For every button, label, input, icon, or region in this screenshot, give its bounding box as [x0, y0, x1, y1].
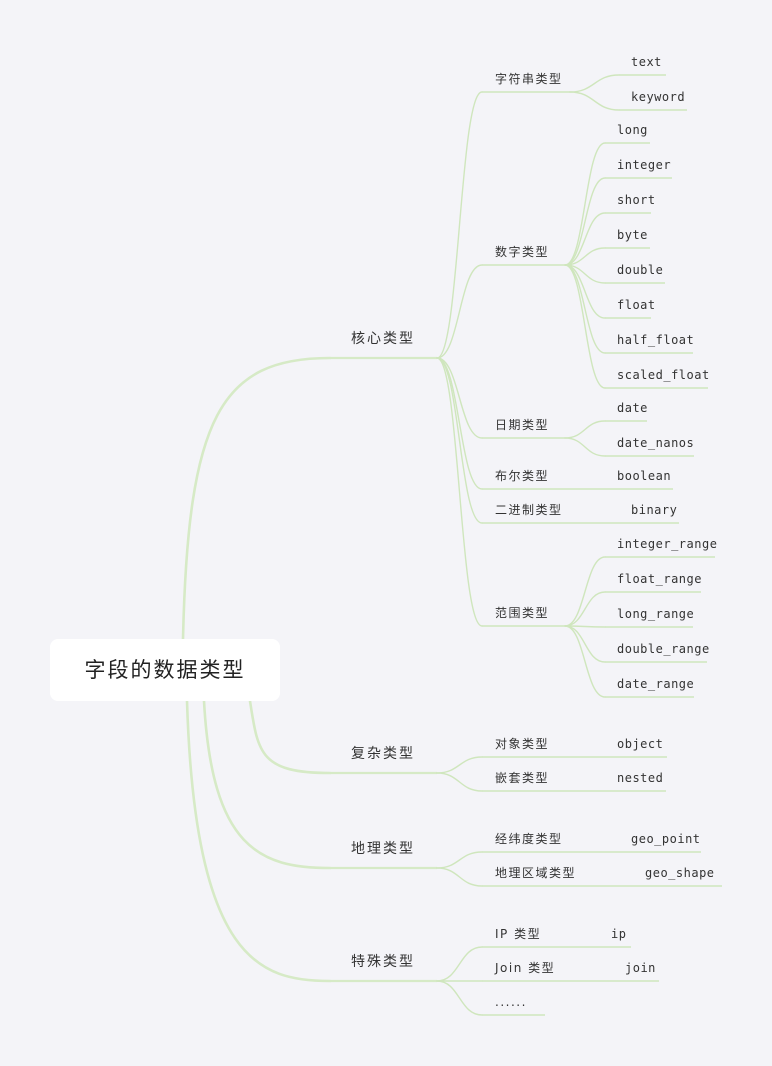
subbranch-connector [436, 946, 483, 982]
leaf-label[interactable]: long_range [617, 607, 694, 621]
leaf-label[interactable]: ip [611, 927, 626, 941]
leaf-label[interactable]: double [617, 263, 663, 277]
root-branch-connector [202, 699, 332, 870]
leaf-label[interactable]: long [617, 123, 648, 137]
leaf-label[interactable]: binary [631, 503, 677, 517]
node-labels: 核心类型 字符串类型 text keyword 数字类型 long integer short… [351, 55, 717, 1009]
subbranch-connector [436, 357, 483, 524]
leaf-label[interactable]: scaled_float [617, 368, 710, 382]
root-node-label: 字段的数据类型 [85, 658, 246, 682]
leaf-connector [564, 420, 606, 439]
leaf-label[interactable]: date_range [617, 677, 694, 691]
leaf-label[interactable]: geo_shape [645, 866, 715, 880]
leaf-label[interactable]: keyword [631, 90, 685, 104]
leaf-connector [564, 212, 606, 266]
root-branch-connector [185, 699, 332, 983]
leaf-label[interactable]: float_range [617, 572, 702, 586]
subbranch-connector [436, 756, 483, 774]
subbranch-label[interactable]: 嵌套类型 [495, 771, 549, 785]
subbranch-connector [436, 772, 483, 792]
branch-label[interactable]: 复杂类型 [351, 745, 415, 762]
leaf-connector [564, 591, 606, 627]
subbranch-label[interactable]: 布尔类型 [495, 468, 549, 483]
leaf-connector [564, 247, 606, 266]
subbranch-connector [436, 867, 483, 887]
leaf-label[interactable]: half_float [617, 333, 694, 347]
root-node-box [50, 639, 280, 701]
leaf-connector [564, 437, 606, 457]
subbranch-connector [436, 851, 483, 869]
leaf-connector [564, 264, 606, 354]
subbranch-label[interactable]: 范围类型 [495, 606, 549, 620]
leaf-label[interactable]: join [625, 961, 656, 975]
leaf-label[interactable]: date [617, 401, 648, 415]
subbranch-label[interactable]: 日期类型 [495, 418, 549, 432]
root-branch-connector [248, 699, 332, 775]
leaf-connector [564, 556, 606, 627]
leaf-label[interactable]: date_nanos [617, 436, 694, 450]
connector-lines [181, 74, 722, 1016]
branch-label[interactable]: 地理类型 [351, 841, 415, 857]
subbranch-connector [436, 357, 483, 627]
leaf-connector [564, 625, 606, 698]
subbranch-connector [436, 91, 483, 359]
subbranch-label[interactable]: 经纬度类型 [495, 831, 563, 846]
subbranch-connector [436, 357, 483, 490]
subbranch-label[interactable]: 数字类型 [495, 244, 549, 259]
branch-label[interactable]: 特殊类型 [351, 954, 415, 970]
root-node[interactable]: 字段的数据类型 [50, 639, 280, 701]
subbranch-label[interactable]: IP 类型 [495, 927, 541, 941]
subbranch-label[interactable]: 字符串类型 [495, 71, 563, 86]
leaf-connector [569, 74, 620, 93]
subbranch-connector [436, 980, 483, 1016]
subbranch-connector [436, 264, 483, 359]
leaf-connector [564, 264, 606, 319]
leaf-label[interactable]: byte [617, 228, 648, 242]
leaf-label[interactable]: integer_range [617, 537, 717, 551]
leaf-connector [564, 177, 606, 266]
subbranch-label[interactable]: 对象类型 [495, 737, 549, 751]
subbranch-label[interactable]: 地理区域类型 [495, 866, 576, 880]
leaf-label[interactable]: float [617, 298, 656, 312]
leaf-connector [564, 142, 606, 266]
leaf-label[interactable]: object [617, 737, 663, 751]
subbranch-label[interactable]: 二进制类型 [495, 503, 563, 517]
subbranch-label[interactable]: Join 类型 [494, 961, 555, 975]
branch-label[interactable]: 核心类型 [351, 331, 415, 347]
root-branch-connector [181, 356, 332, 641]
leaf-label[interactable]: text [631, 55, 662, 69]
leaf-label[interactable]: boolean [617, 469, 671, 483]
subbranch-label[interactable]: ...... [495, 995, 527, 1009]
leaf-label[interactable]: nested [617, 771, 663, 785]
leaf-label[interactable]: geo_point [631, 832, 701, 846]
leaf-connector [569, 91, 620, 111]
leaf-label[interactable]: integer [617, 158, 671, 172]
leaf-label[interactable]: short [617, 193, 656, 207]
leaf-connector [564, 264, 606, 389]
leaf-connector [564, 625, 606, 663]
subbranch-connector [436, 357, 483, 439]
leaf-label[interactable]: double_range [617, 642, 710, 656]
